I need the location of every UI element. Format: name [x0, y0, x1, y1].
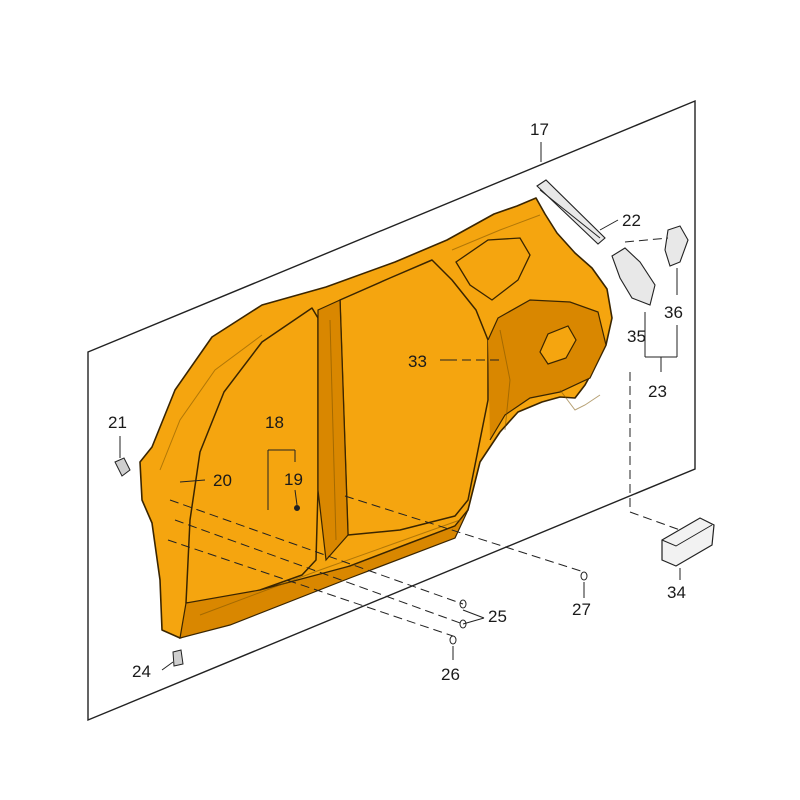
callout-36: 36 [664, 303, 683, 322]
callout-23: 23 [648, 382, 667, 401]
bracket-24 [172, 649, 184, 667]
fastener-26 [449, 635, 457, 645]
callout-19: 19 [284, 470, 303, 489]
callout-22: 22 [622, 211, 641, 230]
bracket-21 [114, 457, 131, 477]
callout-21: 21 [108, 413, 127, 432]
fuel-door-part-34 [661, 517, 715, 567]
callout-17: 17 [530, 120, 549, 139]
callout-26: 26 [441, 665, 460, 684]
body-side-panel [139, 197, 613, 639]
callout-20: 20 [213, 471, 232, 490]
fastener-27 [580, 571, 588, 581]
callout-27: 27 [572, 600, 591, 619]
callout-25: 25 [488, 607, 507, 626]
callout-33: 33 [408, 352, 427, 371]
callout-34: 34 [667, 583, 686, 602]
bracket-part-35 [611, 247, 656, 306]
bracket-part-36 [664, 225, 689, 267]
fastener-19 [294, 505, 300, 511]
callout-24: 24 [132, 662, 151, 681]
callout-18: 18 [265, 413, 284, 432]
callout-35: 35 [627, 327, 646, 346]
